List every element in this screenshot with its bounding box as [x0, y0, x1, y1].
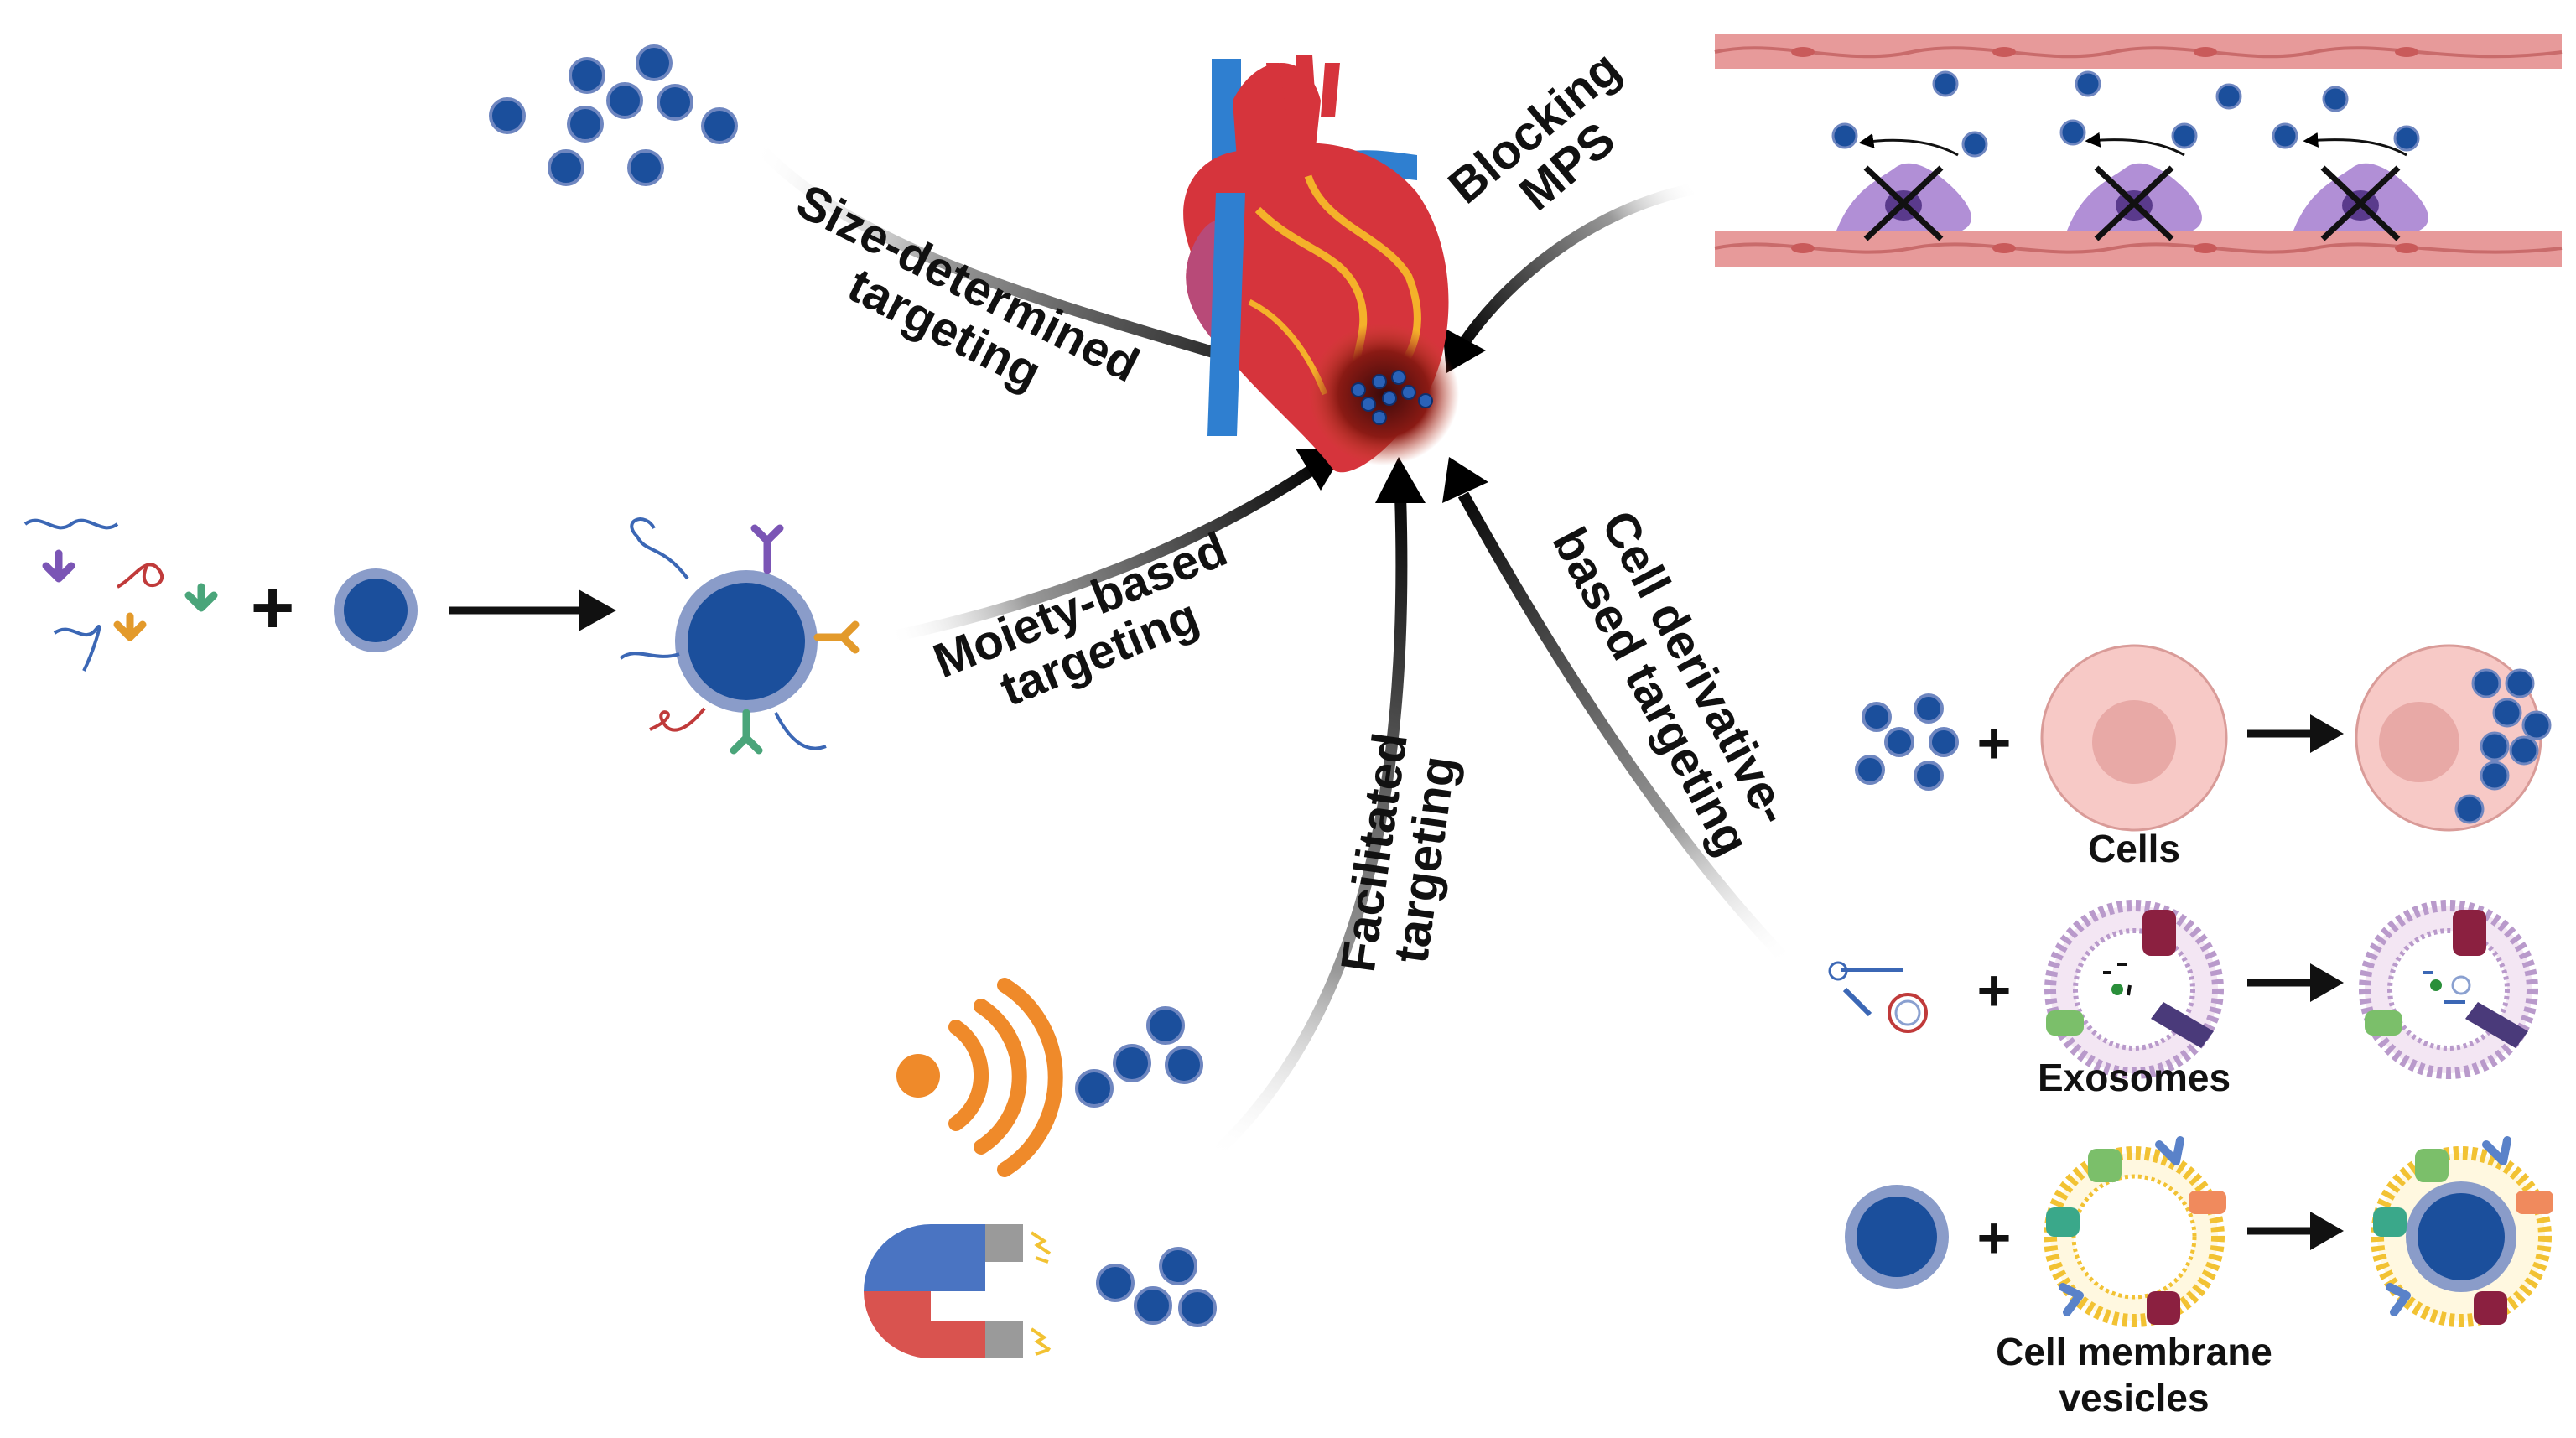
heart-icon: [1183, 55, 1459, 473]
exosome-icon: [2044, 900, 2224, 1079]
nanoparticle-cluster-cells: [1855, 693, 1959, 791]
nanoparticle-cluster-magnet: [1096, 1247, 1217, 1327]
peptide-icon: [23, 518, 164, 672]
vessel-uptake-arrows: [1858, 132, 2407, 157]
blood-vessel-icon: [1714, 34, 2563, 267]
reaction-arrow-1: [449, 589, 616, 631]
label-cells: Cells: [2088, 827, 2180, 870]
macrophage-icon: [1836, 163, 2428, 241]
plus-sign-cells: +: [1977, 710, 2012, 776]
reaction-arrow-exosomes: [2247, 963, 2344, 1002]
cell-icon: [2040, 644, 2228, 832]
loaded-exosome-icon: [2359, 900, 2538, 1079]
reaction-arrow-cells: [2247, 714, 2344, 753]
vessel-nanoparticles: [1831, 70, 2420, 158]
nanoparticle-cluster-size: [489, 44, 738, 186]
label-cell-membrane-line2: vesicles: [2059, 1376, 2210, 1420]
arrow-facilitated-targeting: [1208, 457, 1426, 1162]
arrow-cell-derivative-targeting: [1442, 457, 1795, 968]
label-cell-membrane-line1: Cell membrane: [1996, 1330, 2272, 1373]
ligands-group: [23, 518, 218, 672]
arrow-blocking-mps: [1442, 183, 1696, 373]
plus-sign-vesicles: +: [1977, 1205, 2012, 1270]
loaded-cell-icon: [2355, 644, 2552, 832]
nanoparticle-cluster-ultrasound: [1075, 1006, 1203, 1108]
membrane-vesicle-icon: [2044, 1136, 2226, 1327]
ultrasound-icon: [896, 978, 1063, 1177]
label-cell-membrane-vesicles: Cell membrane vesicles: [1966, 1329, 2302, 1421]
cargo-icons: [1828, 961, 1928, 1033]
reaction-arrow-vesicles: [2247, 1212, 2344, 1250]
plus-sign-exosomes: +: [1977, 958, 2012, 1023]
antibody-icon: [42, 549, 218, 641]
plus-sign: +: [251, 566, 295, 650]
functionalized-nanoparticle: [619, 517, 860, 755]
nanoparticle-plain: [334, 568, 418, 652]
coated-nanoparticle-icon: [2371, 1136, 2553, 1327]
magnet-icon: [864, 1224, 1052, 1358]
nanoparticle-plain-vesicle: [1845, 1185, 1949, 1289]
label-exosomes: Exosomes: [2037, 1056, 2231, 1099]
